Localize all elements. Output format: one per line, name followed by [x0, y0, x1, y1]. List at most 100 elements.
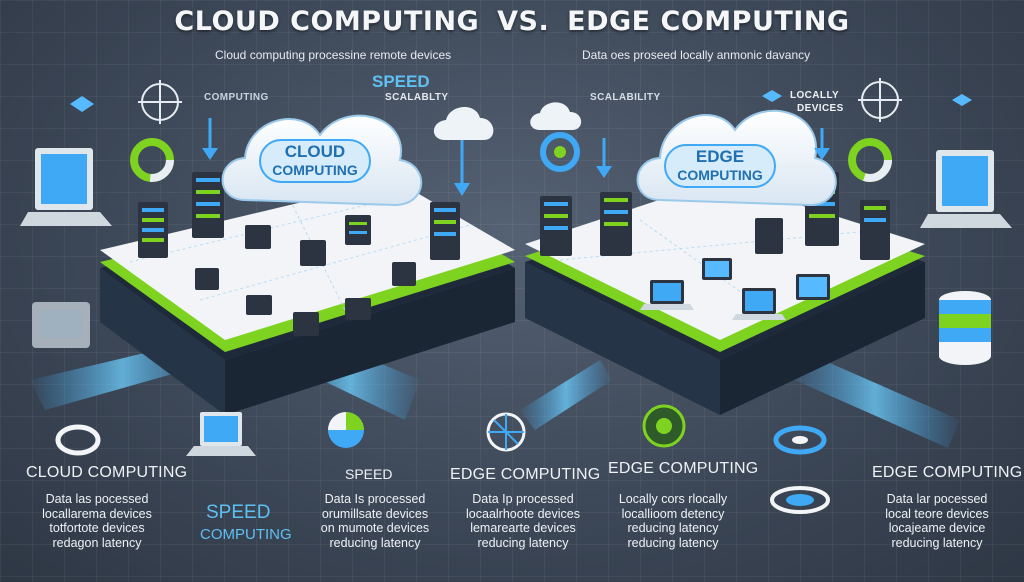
desc-line: lemarearte devices — [470, 521, 576, 535]
data-beam-right — [790, 350, 960, 448]
bottom-heading-edge-2: EDGE COMPUTING — [608, 460, 759, 477]
desc-line: locallarema devices — [42, 506, 152, 521]
callout-speed: SPEED — [372, 72, 430, 91]
server-box — [300, 240, 326, 266]
database-stack-icon — [939, 291, 991, 365]
desc-line: local teore devices — [885, 506, 989, 521]
bottom-computing-big: COMPUTING — [200, 526, 292, 543]
desc-line: reducing latency — [891, 535, 983, 550]
desc-line: totfortote devices — [49, 521, 145, 535]
cloud-label-right: EDGE COMPUTING — [675, 148, 765, 184]
callout-scalability-right: SCALABILITY — [590, 92, 661, 103]
subtitle-left: Cloud computing processine remote device… — [215, 48, 452, 62]
laptop-icon — [640, 280, 694, 310]
desc-line: Data lar pocessed — [886, 492, 988, 506]
compass-icon — [858, 78, 902, 122]
cloud-label-line: EDGE — [695, 147, 745, 166]
data-beam-center-right — [520, 360, 612, 430]
bottom-desc-edge-3: Data lar pocessed local teore devices lo… — [862, 492, 1012, 550]
server-box — [195, 268, 219, 290]
server-box — [32, 302, 90, 348]
cloud-icon — [221, 114, 423, 207]
bottom-heading-edge-3: EDGE COMPUTING — [872, 464, 1023, 481]
bottom-heading-edge-1: EDGE COMPUTING — [450, 466, 601, 483]
ring-icon — [770, 486, 830, 514]
pie-chart-icon — [130, 138, 174, 182]
desc-line: on mumote devices — [320, 521, 430, 535]
ring-icon — [773, 425, 827, 455]
cloud-label-left: CLOUD COMPUTING — [270, 143, 360, 179]
server-box — [755, 218, 783, 254]
cube-icon — [70, 96, 94, 112]
pie-chart-icon — [848, 138, 892, 182]
server-rack-icon — [138, 202, 168, 258]
desc-line: orumillsate devices — [321, 506, 429, 521]
server-rack-icon — [540, 196, 572, 256]
arrow-down-icon — [814, 128, 830, 160]
bottom-desc-cloud: Data las pocessed locallarema devices to… — [22, 492, 172, 550]
subtitle-right: Data oes proseed locally anmonic davancy — [582, 48, 811, 62]
laptop-icon — [186, 412, 256, 456]
cube-icon — [952, 94, 972, 106]
bottom-speed-big: SPEED — [206, 502, 271, 523]
laptop-icon — [732, 288, 786, 320]
desc-line: Data Is processed — [324, 492, 426, 506]
cloud-label-line: COMPUTING — [272, 162, 358, 178]
server-rack-icon — [192, 172, 224, 238]
cloud-icon — [530, 102, 582, 130]
title-vs: VS. — [497, 6, 550, 37]
arrow-down-icon — [202, 118, 218, 160]
arrow-down-icon — [454, 140, 470, 196]
monitor-icon — [796, 274, 830, 300]
ring-icon — [55, 424, 101, 456]
cloud-label-line: CLOUD — [284, 142, 346, 161]
desc-line: reducing latency — [477, 535, 569, 550]
cloud-icon — [636, 109, 837, 207]
server-rack-icon — [600, 192, 632, 256]
laptop-icon — [920, 150, 1012, 228]
server-rack-icon — [860, 200, 890, 260]
globe-icon — [642, 404, 686, 448]
server-rack-icon — [430, 202, 460, 260]
desc-line: reducing latency — [627, 521, 719, 535]
pie-chart-icon — [328, 412, 364, 448]
desc-line: locajeame device — [888, 521, 986, 535]
server-box — [245, 225, 271, 249]
callout-locally: LOCALLY — [790, 90, 840, 101]
cloud-label-line: COMPUTING — [677, 167, 763, 183]
bottom-desc-edge-2: Locally cors rlocally locallioom detency… — [598, 492, 748, 550]
laptop-icon — [20, 148, 112, 226]
arrow-down-icon — [596, 138, 612, 178]
server-box — [345, 298, 371, 320]
compass-icon — [138, 80, 182, 124]
callout-devices: DEVICES — [797, 103, 844, 114]
desc-line: locaalrhoote devices — [466, 506, 580, 521]
desc-line: locallioom detency — [621, 506, 725, 521]
cube-icon — [762, 90, 782, 102]
fan-icon — [486, 412, 526, 452]
cloud-icon — [433, 106, 494, 140]
bottom-desc-edge-1: Data Ip processed locaalrhoote devices l… — [448, 492, 598, 550]
desc-line: Data Ip processed — [472, 492, 574, 506]
server-box — [246, 295, 272, 315]
title-right: EDGE COMPUTING — [567, 6, 850, 37]
page-title: CLOUD COMPUTING VS. EDGE COMPUTING — [0, 6, 1024, 37]
desc-line: redagon latency — [52, 535, 142, 550]
ring-icon — [540, 132, 580, 172]
server-rack-icon — [345, 215, 371, 245]
bottom-heading-cloud: CLOUD COMPUTING — [26, 464, 188, 481]
bottom-heading-speed: SPEED — [345, 466, 393, 482]
server-box — [392, 262, 416, 286]
desc-line: Data las pocessed — [45, 492, 149, 506]
callout-computing: COMPUTING — [204, 92, 269, 103]
desc-line: reducing latency — [329, 535, 421, 550]
desc-line: reducing latency — [627, 535, 719, 550]
title-left: CLOUD COMPUTING — [174, 6, 480, 37]
callout-scalability: SCALABLTY — [385, 92, 449, 103]
monitor-icon — [702, 258, 732, 280]
bottom-desc-middle: Data Is processed orumillsate devices on… — [300, 492, 450, 550]
desc-line: Locally cors rlocally — [618, 492, 728, 506]
server-box — [293, 312, 319, 336]
